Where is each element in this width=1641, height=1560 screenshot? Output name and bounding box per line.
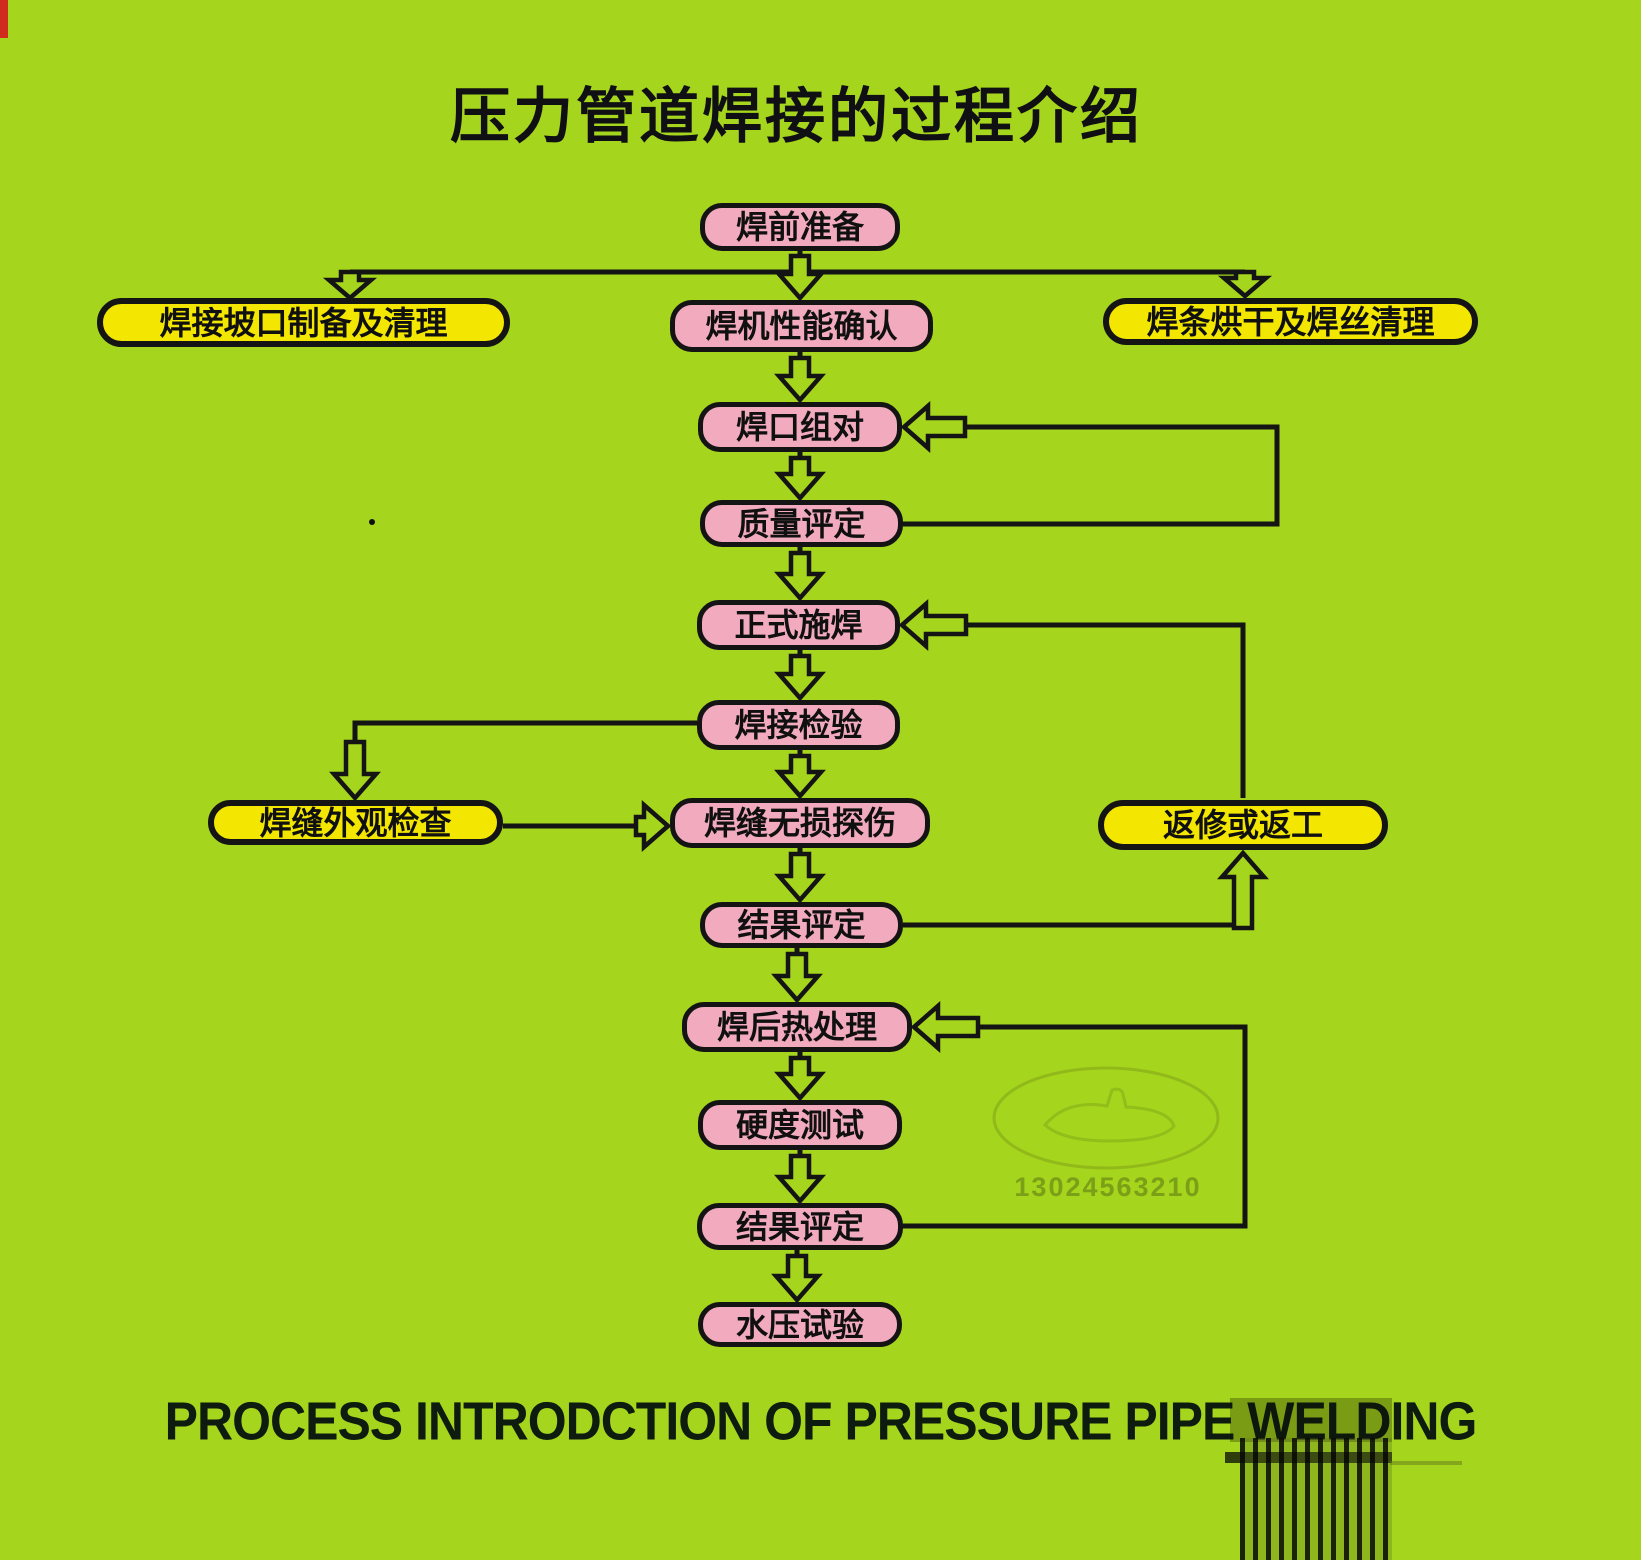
subtitle-english: PROCESS INTRODCTION OF PRESSURE PIPE WEL…	[164, 1390, 1478, 1452]
node-label: 焊前准备	[735, 209, 864, 245]
node-label: 正式施焊	[734, 607, 863, 643]
node-result-2: 结果评定	[697, 1203, 903, 1250]
node-label: 焊接坡口制备及清理	[159, 304, 448, 341]
node-label: 焊缝外观检查	[259, 804, 452, 841]
node-welding: 正式施焊	[697, 600, 900, 650]
node-label: 焊机性能确认	[705, 308, 898, 344]
scan-artifact-veil	[1230, 1398, 1392, 1442]
watermark-phone: 13024563210	[1014, 1172, 1202, 1202]
stray-dot-artifact	[369, 519, 375, 525]
node-hydro: 水压试验	[698, 1302, 902, 1347]
scan-artifact-smear-2	[1390, 1461, 1462, 1465]
node-ndt: 焊缝无损探伤	[670, 798, 930, 848]
node-label: 焊口组对	[735, 409, 864, 445]
node-label: 焊后热处理	[716, 1009, 877, 1045]
node-joint: 焊口组对	[698, 402, 902, 452]
scan-artifact-stripes	[1240, 1438, 1392, 1560]
node-label: 水压试验	[735, 1306, 864, 1343]
node-heat: 焊后热处理	[682, 1002, 912, 1052]
scan-artifact-red	[0, 0, 8, 38]
node-groove: 焊接坡口制备及清理	[97, 298, 510, 347]
node-label: 返修或返工	[1162, 807, 1323, 843]
watermark-logo	[992, 1066, 1220, 1170]
node-label: 硬度测试	[735, 1107, 864, 1143]
node-visual: 焊缝外观检查	[208, 800, 503, 845]
node-machine: 焊机性能确认	[670, 300, 933, 352]
node-label: 结果评定	[735, 1208, 864, 1245]
node-label: 焊条烘干及焊丝清理	[1146, 303, 1435, 340]
node-hardness: 硬度测试	[698, 1100, 902, 1150]
node-prep: 焊前准备	[700, 203, 900, 251]
node-label: 结果评定	[737, 907, 866, 943]
node-drying: 焊条烘干及焊丝清理	[1103, 298, 1478, 345]
node-inspection: 焊接检验	[697, 700, 900, 750]
page-title: 压力管道焊接的过程介绍	[450, 83, 1143, 150]
node-quality: 质量评定	[700, 500, 903, 547]
node-label: 焊缝无损探伤	[703, 805, 896, 841]
node-label: 质量评定	[737, 505, 866, 542]
node-repair: 返修或返工	[1098, 800, 1388, 850]
node-result-1: 结果评定	[700, 902, 903, 948]
node-label: 焊接检验	[734, 707, 863, 743]
